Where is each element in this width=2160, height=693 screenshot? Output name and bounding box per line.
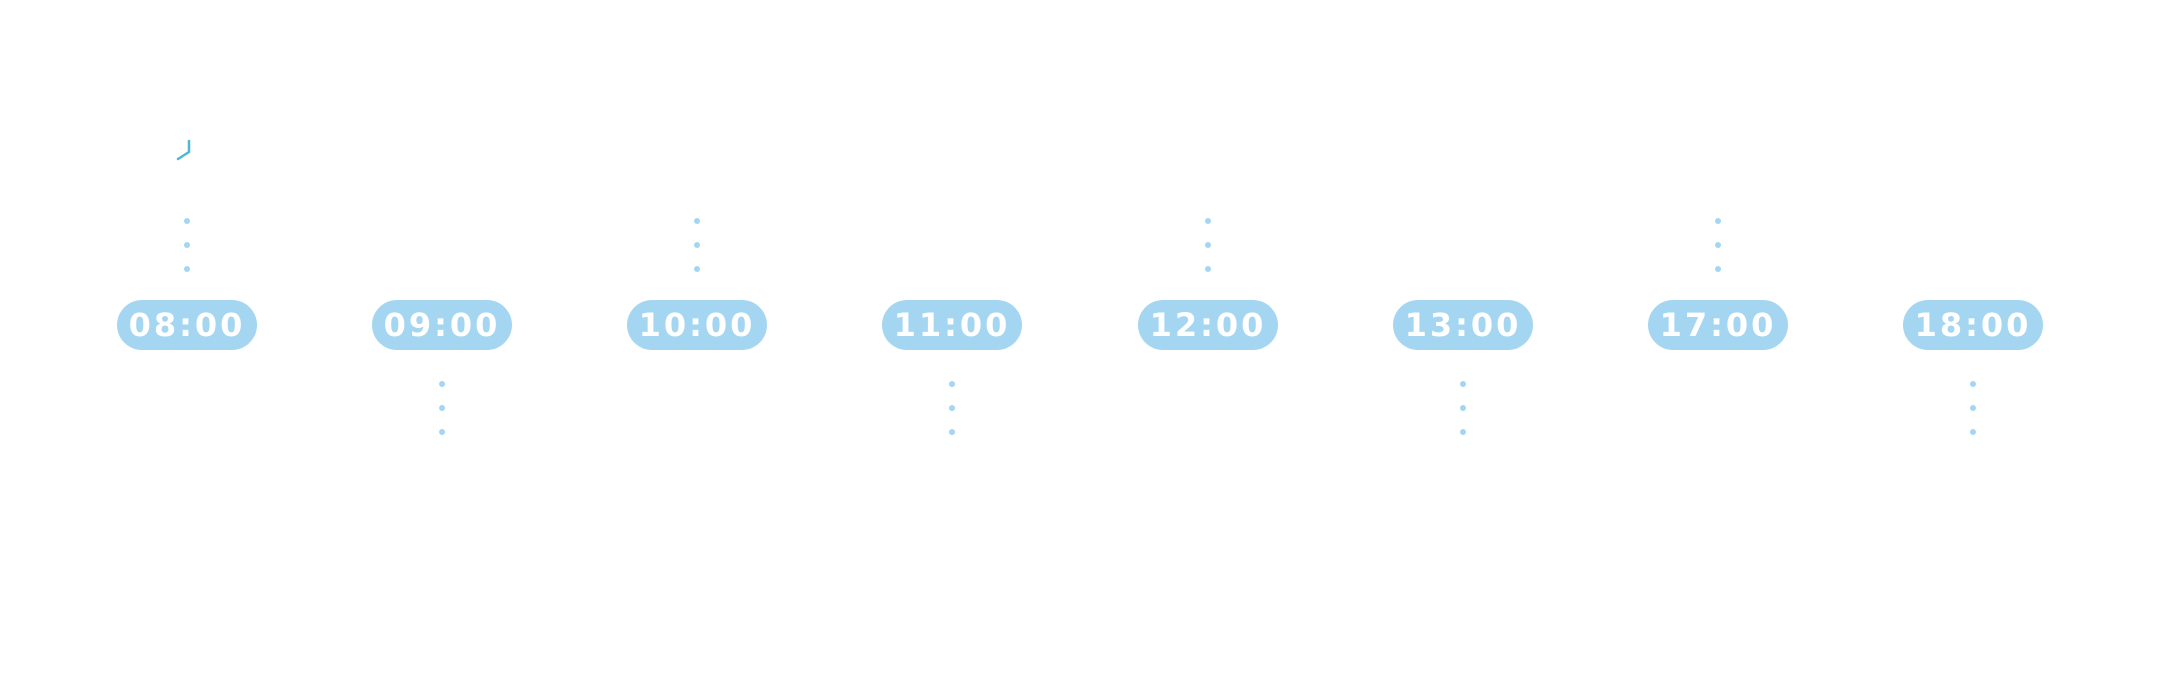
time-label: 09:00 (372, 300, 512, 350)
connector-dot (1205, 242, 1211, 248)
time-label: 08:00 (117, 300, 257, 350)
time-node-1800: 18:00 (1903, 210, 2043, 460)
connector-dot (694, 218, 700, 224)
connector-dot (1460, 381, 1466, 387)
connector-dot (1715, 218, 1721, 224)
dotted-connector (1205, 218, 1211, 272)
time-node-1300: 13:00 (1393, 210, 1533, 460)
time-node-1100: 11:00 (882, 210, 1022, 460)
connector-dot (949, 381, 955, 387)
dotted-connector (1715, 218, 1721, 272)
time-label: 10:00 (627, 300, 767, 350)
dotted-connector (694, 218, 700, 272)
connector-dot (439, 381, 445, 387)
connector-dot (1205, 266, 1211, 272)
dotted-connector (1970, 381, 1976, 435)
time-node-1700: 17:00 (1648, 210, 1788, 460)
time-label: 12:00 (1138, 300, 1278, 350)
dotted-connector (439, 381, 445, 435)
connector-dot (1715, 266, 1721, 272)
dotted-connector (1460, 381, 1466, 435)
connector-dot (439, 429, 445, 435)
connector-dot (949, 405, 955, 411)
connector-dot (1205, 218, 1211, 224)
connector-dot (694, 266, 700, 272)
dotted-connector (184, 218, 190, 272)
time-label: 18:00 (1903, 300, 2043, 350)
connector-dot (439, 405, 445, 411)
connector-dot (1970, 381, 1976, 387)
connector-dot (949, 429, 955, 435)
connector-dot (184, 266, 190, 272)
time-label: 11:00 (882, 300, 1022, 350)
connector-dot (184, 242, 190, 248)
connector-dot (184, 218, 190, 224)
connector-dot (1970, 405, 1976, 411)
time-node-0800: 08:00 (117, 210, 257, 460)
connector-dot (1460, 405, 1466, 411)
connector-dot (1460, 429, 1466, 435)
time-node-1000: 10:00 (627, 210, 767, 460)
time-node-1200: 12:00 (1138, 210, 1278, 460)
corner-mark-icon (176, 139, 191, 161)
time-label: 13:00 (1393, 300, 1533, 350)
connector-dot (1715, 242, 1721, 248)
time-label: 17:00 (1648, 300, 1788, 350)
connector-dot (694, 242, 700, 248)
time-node-0900: 09:00 (372, 210, 512, 460)
connector-dot (1970, 429, 1976, 435)
dotted-connector (949, 381, 955, 435)
